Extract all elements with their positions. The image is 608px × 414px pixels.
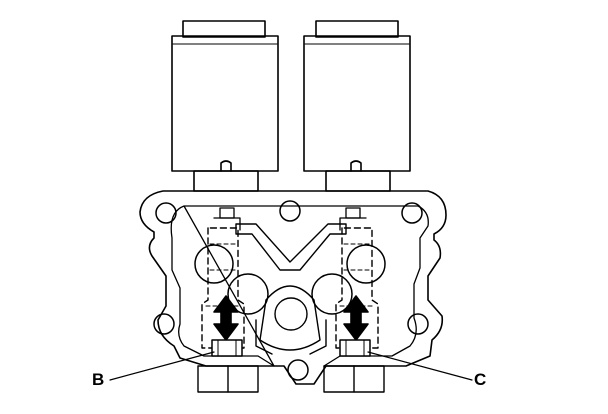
leader-line-b xyxy=(109,351,215,381)
gasket-outline xyxy=(170,205,429,367)
spool-end-c xyxy=(339,339,371,357)
valve-body-outline xyxy=(139,190,447,385)
callout-label-b: B xyxy=(92,370,105,389)
right-spool-housing xyxy=(335,207,379,349)
left-movement-arrow xyxy=(213,295,239,341)
callout-label-c: C xyxy=(474,370,487,389)
bolt-holes xyxy=(153,200,429,381)
left-bottom-connector xyxy=(197,365,259,393)
central-passage xyxy=(235,223,347,271)
left-solenoid xyxy=(171,20,279,192)
spool-end-b xyxy=(211,339,243,357)
leader-line-c xyxy=(367,351,473,381)
central-boss xyxy=(255,285,327,355)
right-bottom-connector xyxy=(323,365,385,393)
right-movement-arrow xyxy=(343,295,369,341)
right-solenoid xyxy=(303,20,411,192)
leader-lines xyxy=(109,351,473,381)
round-ports xyxy=(194,244,386,315)
